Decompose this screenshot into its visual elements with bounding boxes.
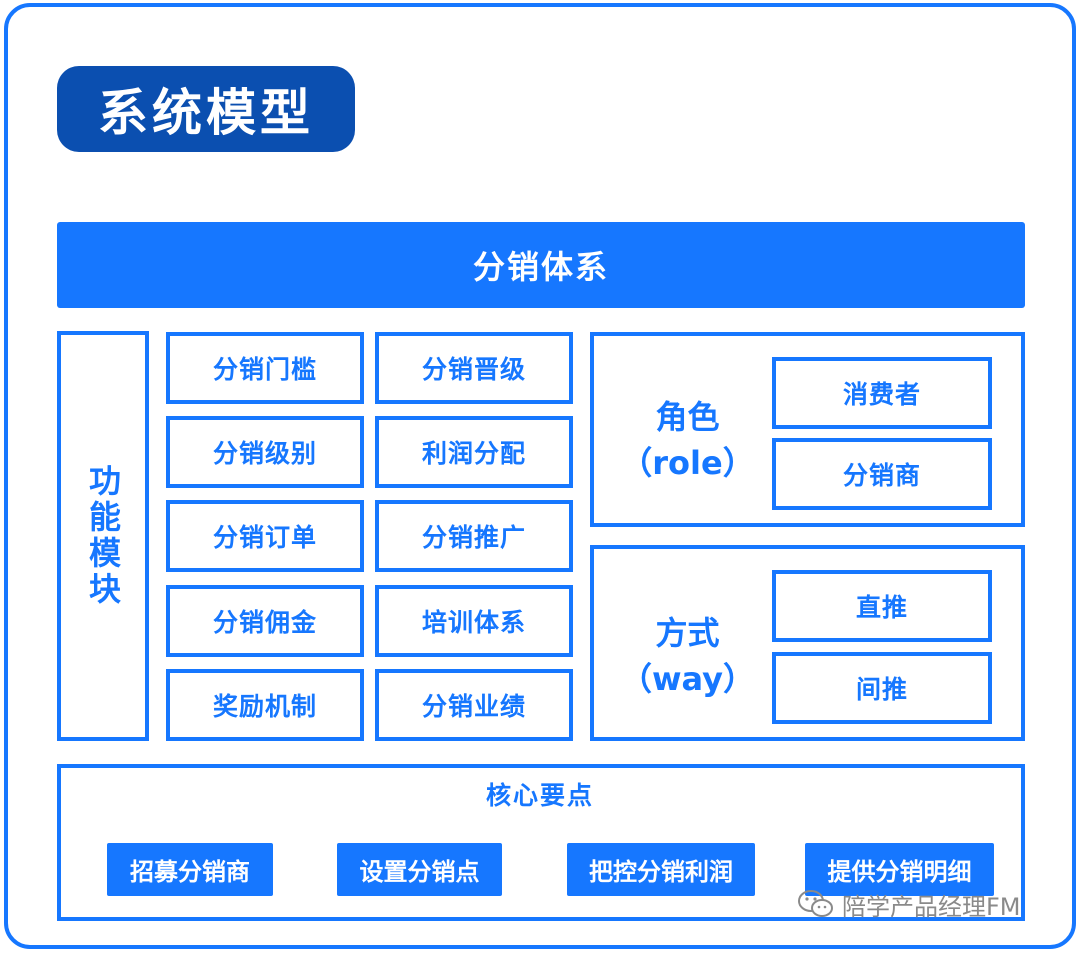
feature-box: 分销佣金	[166, 585, 364, 657]
feature-box: 分销级别	[166, 416, 364, 488]
role-title-block: 角色 （role）	[610, 394, 765, 486]
module-label: 功能模块	[57, 331, 149, 741]
feature-box: 培训体系	[375, 585, 573, 657]
way-item: 间推	[772, 652, 992, 724]
feature-box: 分销推广	[375, 500, 573, 572]
way-title-block: 方式 （way）	[610, 610, 765, 702]
system-header: 分销体系	[57, 222, 1025, 308]
feature-box: 分销订单	[166, 500, 364, 572]
way-item: 直推	[772, 570, 992, 642]
feature-box: 分销门槛	[166, 332, 364, 404]
way-title: 方式	[655, 614, 720, 652]
watermark-text: 陪学产品经理FM	[842, 892, 1021, 921]
role-subtitle: （role）	[620, 444, 755, 482]
outer-frame	[4, 3, 1076, 949]
core-points-title: 核心要点	[485, 781, 594, 810]
core-point: 设置分销点	[337, 843, 502, 896]
module-label-text: 功能模块	[84, 464, 122, 608]
feature-box: 奖励机制	[166, 669, 364, 741]
core-point: 招募分销商	[107, 843, 273, 896]
wechat-icon	[798, 890, 833, 917]
core-point: 把控分销利润	[567, 843, 755, 896]
role-title: 角色	[655, 398, 720, 436]
feature-box: 利润分配	[375, 416, 573, 488]
core-point: 提供分销明细	[805, 843, 994, 896]
page-title: 系统模型	[57, 66, 355, 152]
role-item: 分销商	[772, 438, 992, 510]
way-subtitle: （way）	[619, 660, 756, 698]
feature-box: 分销晋级	[375, 332, 573, 404]
role-item: 消费者	[772, 357, 992, 429]
feature-box: 分销业绩	[375, 669, 573, 741]
watermark: 陪学产品经理FM	[796, 886, 1021, 922]
